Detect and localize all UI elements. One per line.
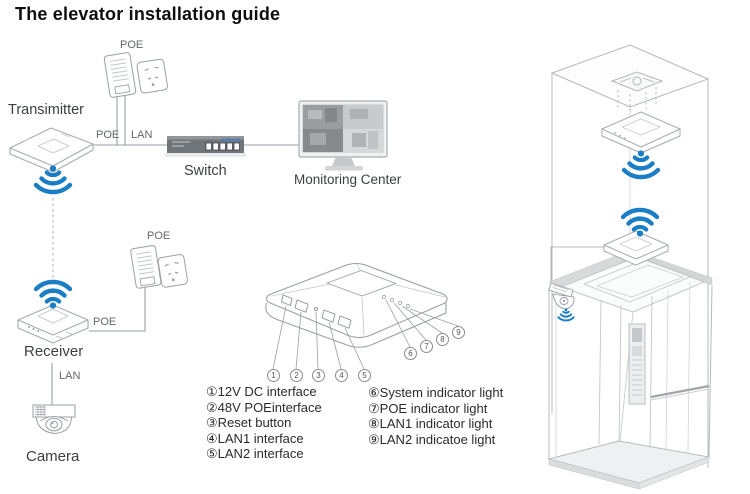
poe-injector-mid <box>130 245 188 289</box>
poe-injector-mid-label: POE <box>147 230 171 242</box>
page-title: The elevator installation guide <box>15 4 281 24</box>
receiver-label: Receiver <box>24 343 84 360</box>
callout-8: 8 <box>436 333 449 346</box>
wifi-down-icon-shaft <box>624 150 658 177</box>
callout-5: 5 <box>358 369 371 382</box>
cable-lines <box>51 94 299 405</box>
callout-4: 4 <box>335 369 348 382</box>
central-ap-product <box>265 262 459 370</box>
legend-item: ③Reset button <box>206 415 292 431</box>
callout-1: 1 <box>267 369 280 382</box>
wifi-icon-car-camera <box>557 307 575 322</box>
wifi-up-icon-car <box>623 210 657 237</box>
receiver-ap <box>17 304 89 344</box>
receiver-poe-label: POE <box>93 316 117 328</box>
legend-left-column: ①12V DC interface ②48V POEinterface ③Res… <box>206 384 322 462</box>
wifi-up-icon-receiver <box>36 282 70 309</box>
legend-item: ⑤LAN2 interface <box>206 446 304 462</box>
callout-9: 9 <box>452 326 465 339</box>
dome-camera <box>32 404 76 435</box>
legend-item: ⑦POE indicator light <box>368 400 488 416</box>
receiver-lan-label: LAN <box>59 370 81 382</box>
monitoring-center-monitor <box>298 100 388 171</box>
callout-leader-lines <box>272 299 459 370</box>
legend-item: ⑨LAN2 indicatoe light <box>368 431 496 447</box>
poe-injector-top-label: POE <box>120 39 144 51</box>
transmitter-ap <box>9 127 94 173</box>
legend-item: ②48V POEinterface <box>206 399 322 415</box>
poe-injector-top <box>103 52 168 98</box>
switch-label: Switch <box>184 163 227 179</box>
legend-item: ①12V DC interface <box>206 384 317 399</box>
legend-item: ⑧LAN1 indicator light <box>368 416 493 432</box>
callout-7: 7 <box>420 340 433 353</box>
callout-6: 6 <box>404 347 417 360</box>
elevator-shaft <box>547 44 713 490</box>
poe-cable-label: POE <box>96 129 120 141</box>
wifi-down-icon-transmitter <box>36 165 70 192</box>
network-switch <box>165 136 246 157</box>
legend-right-column: ⑥System indicator light ⑦POE indicator l… <box>368 385 503 447</box>
callout-2: 2 <box>290 369 303 382</box>
legend-item: ④LAN1 interface <box>206 430 304 446</box>
camera-label: Camera <box>26 448 80 465</box>
monitoring-center-label: Monitoring Center <box>294 172 402 187</box>
legend-item: ⑥System indicator light <box>368 385 504 400</box>
transmitter-label: Transimitter <box>8 102 84 118</box>
lan-cable-label: LAN <box>131 129 153 141</box>
callout-3: 3 <box>312 369 325 382</box>
